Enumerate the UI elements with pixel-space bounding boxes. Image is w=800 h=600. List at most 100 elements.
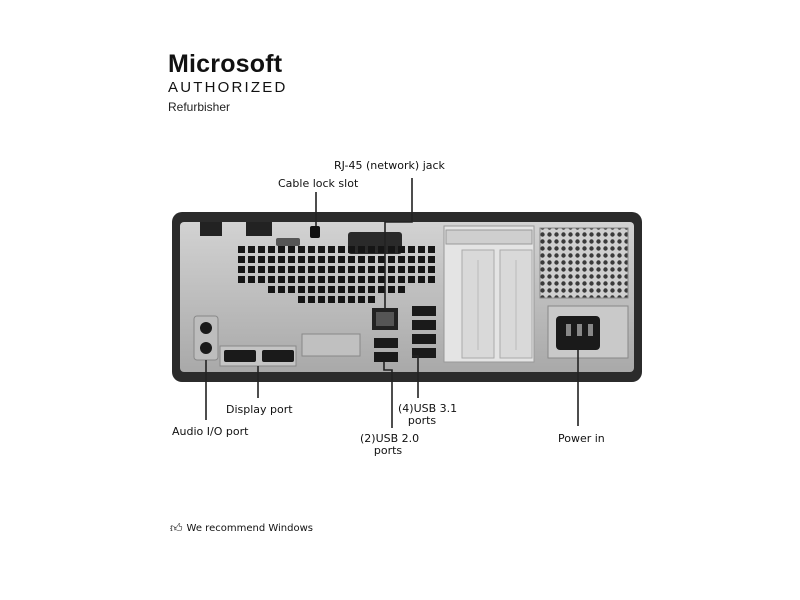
vent-hole [328, 286, 335, 293]
vent-hole [368, 256, 375, 263]
vent-hole [238, 256, 245, 263]
vent-hole [258, 276, 265, 283]
vent-hole [328, 256, 335, 263]
vent-hole [308, 266, 315, 273]
vent-hole [258, 266, 265, 273]
vent-hole [378, 256, 385, 263]
vent-hole [288, 256, 295, 263]
vent-hole [268, 246, 275, 253]
psu-fan-grill [539, 227, 629, 299]
vent-hole [428, 266, 435, 273]
power-inlet [547, 305, 629, 359]
vent-hole [348, 296, 355, 303]
vent-hole [288, 266, 295, 273]
vent-hole [318, 276, 325, 283]
vent-hole [388, 256, 395, 263]
vent-hole [358, 256, 365, 263]
vent-hole [398, 276, 405, 283]
vent-hole [368, 286, 375, 293]
vent-hole [258, 256, 265, 263]
callout-power-in: Power in [558, 432, 605, 445]
audio-jacks [193, 315, 219, 361]
vent-hole [298, 276, 305, 283]
vent-hole [308, 246, 315, 253]
vent-hole [278, 246, 285, 253]
vent-hole [358, 286, 365, 293]
vent-hole [368, 276, 375, 283]
vent-hole [358, 266, 365, 273]
vent-hole [318, 286, 325, 293]
badge-brand: Microsoft [168, 50, 283, 78]
display-ports [219, 345, 297, 367]
callout-usb31: (4)USB 3.1 ports [398, 403, 457, 427]
vent-hole [258, 246, 265, 253]
callout-usb20-line1: (2)USB 2.0 [360, 432, 420, 445]
vent-hole [348, 256, 355, 263]
vent-hole [428, 246, 435, 253]
vent-hole [318, 246, 325, 253]
vent-hole [328, 296, 335, 303]
vent-hole [278, 266, 285, 273]
vent-hole [368, 246, 375, 253]
vent-hole [248, 276, 255, 283]
vent-hole [408, 246, 415, 253]
vent-hole [388, 266, 395, 273]
callout-usb31-line2: ports [407, 414, 437, 427]
recommend-text: We recommend Windows [186, 522, 313, 534]
vent-hole [418, 246, 425, 253]
vent-hole [238, 266, 245, 273]
vent-hole [278, 286, 285, 293]
vent-hole [308, 256, 315, 263]
vent-hole [358, 246, 365, 253]
callout-audio-io: Audio I/O port [172, 425, 249, 438]
vent-hole [328, 266, 335, 273]
leader-usb20 [383, 362, 393, 428]
vent-hole [338, 266, 345, 273]
vent-hole [268, 276, 275, 283]
vent-hole [268, 256, 275, 263]
rj45-port [372, 308, 398, 330]
usb31-ports [412, 306, 436, 358]
port-cover-plate [301, 333, 361, 357]
usb20-ports [374, 338, 398, 362]
vent-hole [378, 246, 385, 253]
vent-hole [348, 276, 355, 283]
vent-hole [288, 276, 295, 283]
badge-refurbisher: Refurbisher [168, 100, 231, 114]
vent-hole [318, 296, 325, 303]
expansion-slots [443, 225, 535, 363]
vent-hole [338, 246, 345, 253]
vent-hole [248, 246, 255, 253]
vent-grid [238, 246, 435, 303]
callout-display-port: Display port [226, 403, 293, 416]
recommend-windows: 👍︎ We recommend Windows [170, 522, 313, 534]
vent-hole [408, 256, 415, 263]
vent-hole [418, 276, 425, 283]
vent-hole [278, 256, 285, 263]
vent-hole [348, 266, 355, 273]
vent-hole [298, 286, 305, 293]
vent-hole [388, 286, 395, 293]
callout-rj45: RJ-45 (network) jack [334, 159, 445, 172]
vent-hole [358, 276, 365, 283]
vent-hole [248, 256, 255, 263]
vent-hole [378, 286, 385, 293]
vent-hole [338, 286, 345, 293]
vent-hole [238, 276, 245, 283]
vent-hole [308, 296, 315, 303]
vent-hole [348, 286, 355, 293]
leader-lines [205, 178, 579, 428]
callout-usb20: (2)USB 2.0 ports [360, 432, 420, 457]
vent-hole [318, 256, 325, 263]
vent-hole [398, 246, 405, 253]
vent-hole [248, 266, 255, 273]
vent-hole [338, 256, 345, 263]
leader-usb31 [412, 355, 419, 398]
callout-usb20-line2: ports [373, 444, 403, 457]
vent-hole [338, 296, 345, 303]
vent-hole [338, 276, 345, 283]
vent-hole [308, 286, 315, 293]
vent-hole [378, 276, 385, 283]
vent-hole [348, 246, 355, 253]
